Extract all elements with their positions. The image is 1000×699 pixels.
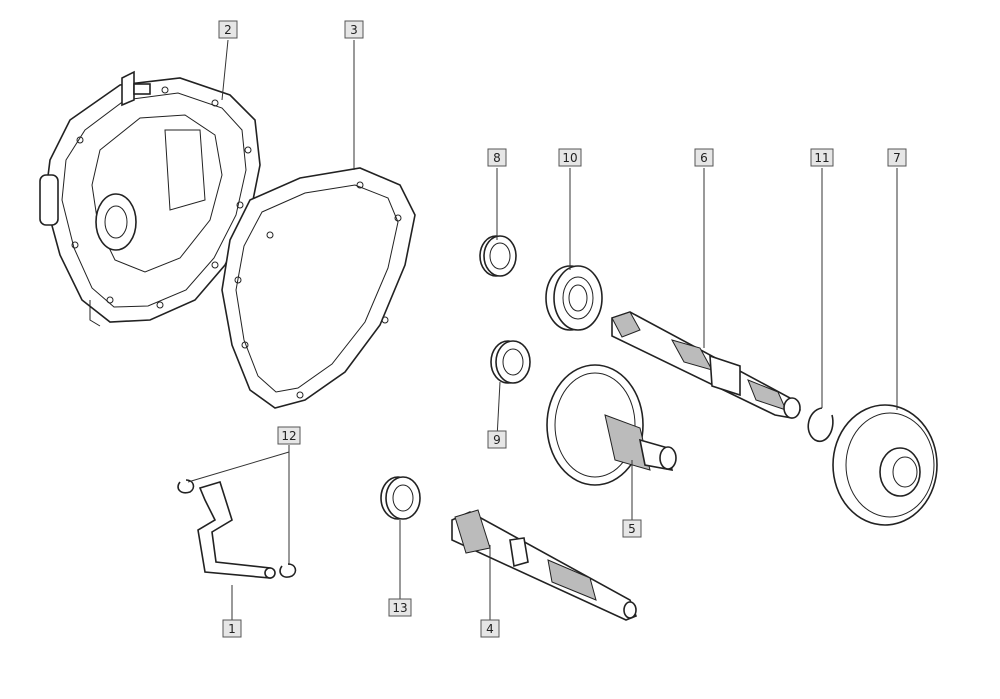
callout-2-label: 2: [224, 23, 232, 37]
part-circlip-11: [807, 407, 834, 443]
part-clips-12: [177, 479, 297, 578]
part-shaft-6: [611, 311, 802, 419]
part-bearing-13: [380, 476, 421, 520]
part-bearing-8: [479, 235, 517, 277]
part-gear-7: [832, 404, 938, 526]
callout-7: 7: [887, 148, 907, 167]
callout-11-label: 11: [814, 151, 829, 165]
callout-8: 8: [487, 148, 507, 167]
callout-13-label: 13: [392, 601, 407, 615]
callout-12: 12: [277, 426, 301, 445]
callout-1: 1: [222, 619, 242, 638]
part-gear-5: [546, 364, 677, 486]
callout-7-label: 7: [893, 151, 901, 165]
part-gasket: [221, 167, 416, 409]
callout-10: 10: [558, 148, 582, 167]
callout-6-label: 6: [700, 151, 708, 165]
callout-10-label: 10: [562, 151, 577, 165]
callout-9-label: 9: [493, 433, 501, 447]
callout-4: 4: [480, 619, 500, 638]
part-bearing-9: [490, 340, 531, 384]
callout-5: 5: [622, 519, 642, 538]
part-shaft-4: [451, 509, 638, 621]
callout-4-label: 4: [486, 622, 494, 636]
callout-6: 6: [694, 148, 714, 167]
callout-13: 13: [388, 598, 412, 617]
callout-2: 2: [218, 20, 238, 39]
callout-9: 9: [487, 430, 507, 449]
callout-3: 3: [344, 20, 364, 39]
callout-11: 11: [810, 148, 834, 167]
callout-12-label: 12: [281, 429, 296, 443]
part-housing-cover: [39, 70, 261, 327]
part-hose-1: [197, 481, 276, 579]
callout-5-label: 5: [628, 522, 636, 536]
part-bearing-10: [545, 265, 603, 331]
callout-1-label: 1: [228, 622, 236, 636]
callout-8-label: 8: [493, 151, 501, 165]
callout-3-label: 3: [350, 23, 358, 37]
